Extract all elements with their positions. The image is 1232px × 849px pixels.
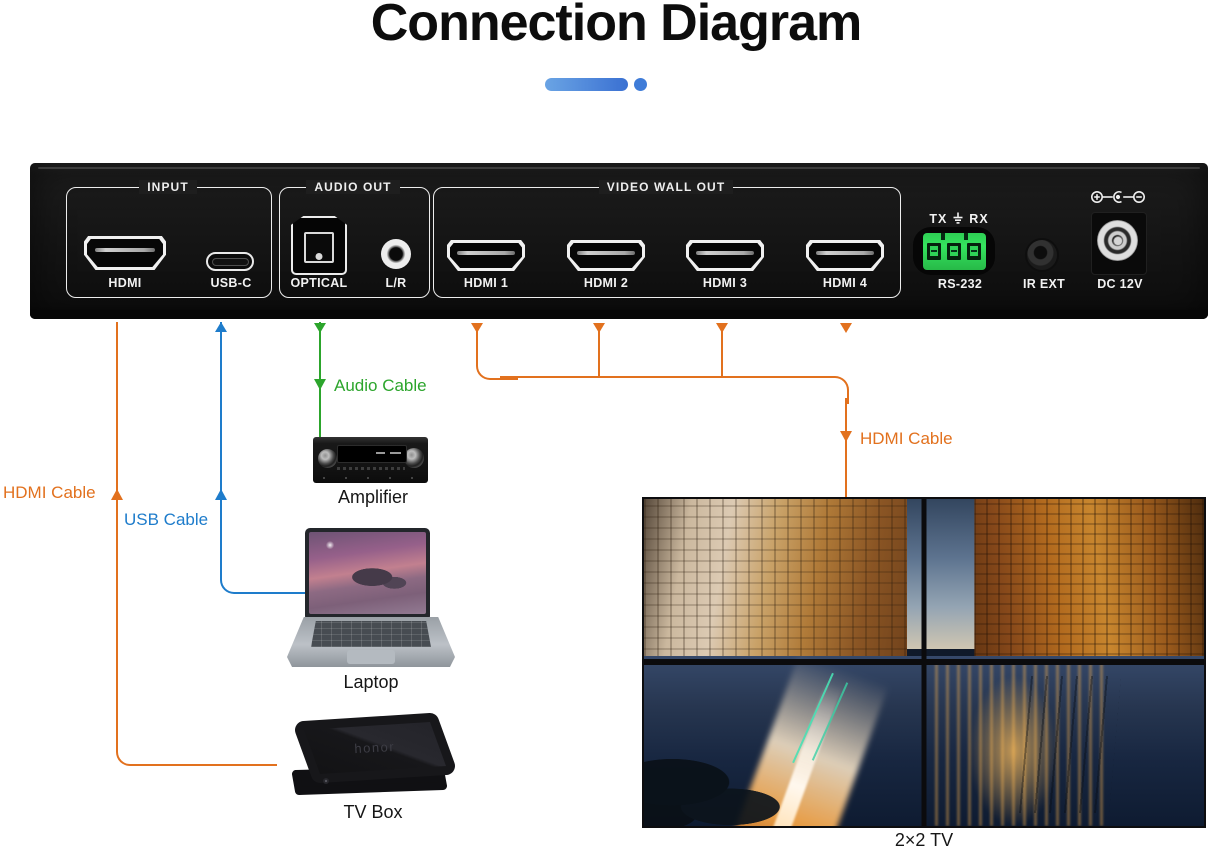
serial-header: TX RX — [915, 211, 1003, 226]
hdmi-input-cable-line — [116, 322, 277, 766]
usb-c-label: USB-C — [210, 276, 252, 290]
video-wall-out-section-label: VIDEO WALL OUT — [576, 180, 756, 195]
arrow-down-icon — [840, 323, 852, 333]
laptop-trackpad — [347, 650, 395, 664]
dc-polarity-icon — [1091, 191, 1145, 203]
tv-box-image: honor — [292, 713, 455, 795]
hdmi-input-cable-label: HDMI Cable — [3, 483, 96, 502]
video-output-cable-corner — [832, 376, 849, 404]
tv-box-brand: honor — [354, 739, 395, 756]
gondolas — [644, 688, 801, 826]
ir-ext-jack — [1025, 238, 1059, 272]
rx-label: RX — [969, 211, 989, 226]
arrow-down-icon — [471, 323, 483, 333]
tv-box-label: TV Box — [343, 802, 403, 822]
mooring-poles — [1018, 675, 1121, 813]
laptop-screen — [309, 532, 426, 614]
laptop-label: Laptop — [343, 672, 399, 692]
page-title: Connection Diagram — [370, 0, 863, 52]
arrow-up-icon — [111, 489, 123, 500]
audio-out-section-label: AUDIO OUT — [283, 180, 423, 195]
dc-jack-barrel — [1097, 220, 1138, 261]
title-underline-dot — [634, 78, 647, 91]
laptop-keyboard-deck — [287, 617, 455, 667]
amplifier-label: Amplifier — [337, 487, 408, 507]
arrow-down-icon — [593, 323, 605, 333]
video-wall-label: 2×2 TV — [894, 830, 954, 849]
ir-ext-label: IR EXT — [1022, 277, 1066, 291]
video-output-cable-drop-2 — [598, 323, 600, 378]
arrow-down-icon — [314, 379, 326, 390]
optical-label: OPTICAL — [290, 276, 348, 290]
hdmi-output-cable-line — [845, 398, 847, 497]
optical-port — [291, 216, 347, 275]
input-section-label: INPUT — [98, 180, 238, 195]
hdmi-input-port — [84, 236, 166, 270]
video-output-cable-drop-1 — [476, 323, 518, 380]
hdmi-output-port-3 — [686, 240, 764, 271]
dc-12v-label: DC 12V — [1097, 277, 1143, 291]
laptop-image — [305, 528, 430, 618]
rs232-label: RS-232 — [937, 277, 983, 291]
video-output-cable-bus — [500, 376, 834, 378]
water-glow — [968, 675, 1059, 826]
arrow-down-icon — [840, 431, 852, 442]
hdmi2-label: HDMI 2 — [583, 276, 629, 290]
amplifier-image — [313, 437, 428, 483]
hdmi-output-cable-label: HDMI Cable — [860, 429, 953, 448]
hdmi-output-port-1 — [447, 240, 525, 271]
arrow-down-icon — [314, 323, 326, 333]
arrow-down-icon — [716, 323, 728, 333]
hdmi4-label: HDMI 4 — [822, 276, 868, 290]
video-output-cable-drop-3 — [721, 323, 723, 378]
video-wall-image — [642, 497, 1206, 828]
arrow-up-icon — [215, 322, 227, 332]
amplifier-display — [337, 445, 407, 463]
video-wall-bezel-horizontal — [644, 659, 1204, 666]
ground-icon — [953, 212, 963, 224]
hdmi-output-port-2 — [567, 240, 645, 271]
hdmi3-label: HDMI 3 — [702, 276, 748, 290]
audio-cable-label: Audio Cable — [334, 376, 427, 395]
hdmi-input-label: HDMI — [108, 276, 142, 290]
amplifier-knob — [404, 448, 424, 468]
tx-label: TX — [929, 211, 948, 226]
usb-c-input-port — [206, 252, 254, 271]
arrow-up-icon — [215, 489, 227, 500]
lr-label: L/R — [385, 276, 407, 290]
hdmi-output-port-4 — [806, 240, 884, 271]
hdmi1-label: HDMI 1 — [463, 276, 509, 290]
rs232-phoenix-connector — [923, 233, 986, 270]
usb-cable-line — [220, 322, 307, 594]
laptop-keyboard — [311, 621, 431, 647]
usb-cable-label: USB Cable — [124, 510, 209, 529]
title-underline-bar — [545, 78, 628, 91]
lr-audio-jack — [381, 239, 411, 269]
amplifier-knob — [318, 449, 337, 468]
